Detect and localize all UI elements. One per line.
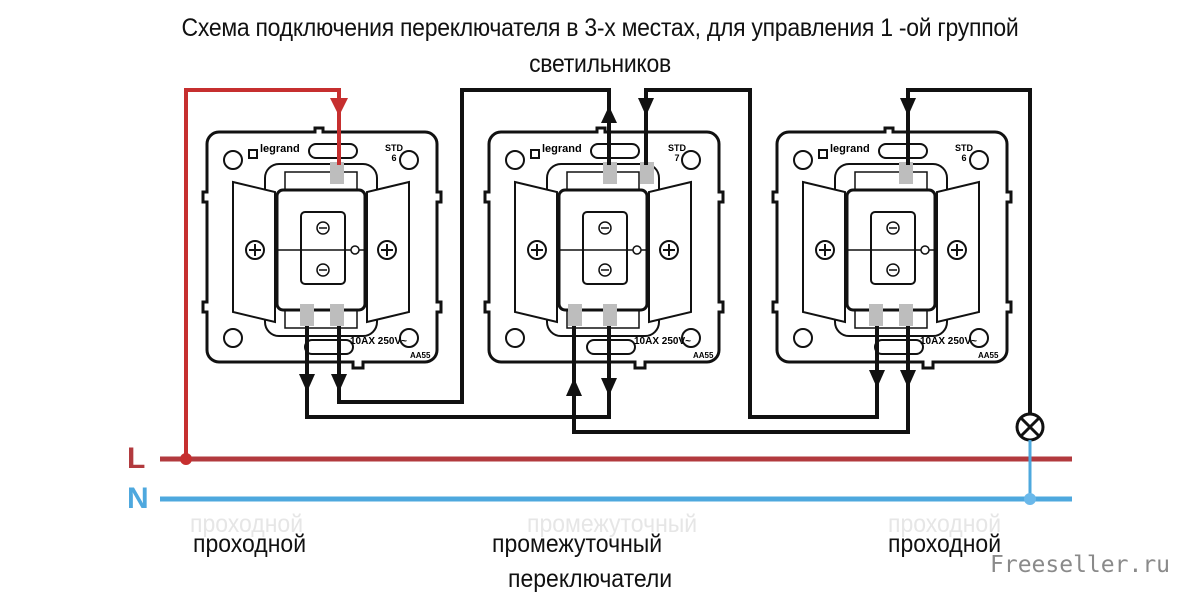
neutral-label: N [127,482,149,515]
direction-arrows [299,98,916,396]
brand-logo: legrand [260,143,300,155]
ghost-label: промежуточный [527,510,698,538]
arrow-up-icon [566,378,582,396]
diagram-title-line-1: Схема подключения переключателя в 3-х ме… [181,14,1019,42]
arrow-down-icon [299,374,315,392]
code-label: AA55 [978,351,999,360]
phase-junction [180,453,192,465]
arrow-down-icon [900,98,916,116]
arrow-down-icon [330,98,348,116]
label-right-switch: проходной [888,530,1002,558]
terminal-highlights [300,162,913,326]
label-switches: переключатели [508,565,673,593]
ghost-label: проходной [888,510,1002,538]
rating-label: 10AX 250V~ [634,336,691,347]
arrow-down-icon [601,378,617,396]
arrow-down-icon [900,370,916,388]
switch-right [771,126,1013,370]
rating-label: 10AX 250V~ [350,336,407,347]
code-label: AA55 [693,351,714,360]
watermark: Freeseller.ru [990,552,1171,578]
diagram-title-line-2: светильников [529,50,671,78]
arrow-down-icon [869,370,885,388]
arrow-down-icon [638,98,654,116]
brand-logo: legrand [830,143,870,155]
phase-label: L [127,442,146,475]
arrow-down-icon [331,374,347,392]
brand-logo: legrand [542,143,582,155]
code-label: AA55 [410,351,431,360]
ghost-label: проходной [190,510,304,538]
label-left-switch: проходной [193,530,307,558]
rating-label: 10AX 250V~ [920,336,977,347]
lamp-icon [1015,412,1045,442]
switch-left [201,126,443,370]
arrow-up-icon [601,106,617,123]
label-middle-switch: промежуточный [492,530,663,558]
neutral-junction [1024,493,1036,505]
phase-feed-wire [184,88,341,459]
